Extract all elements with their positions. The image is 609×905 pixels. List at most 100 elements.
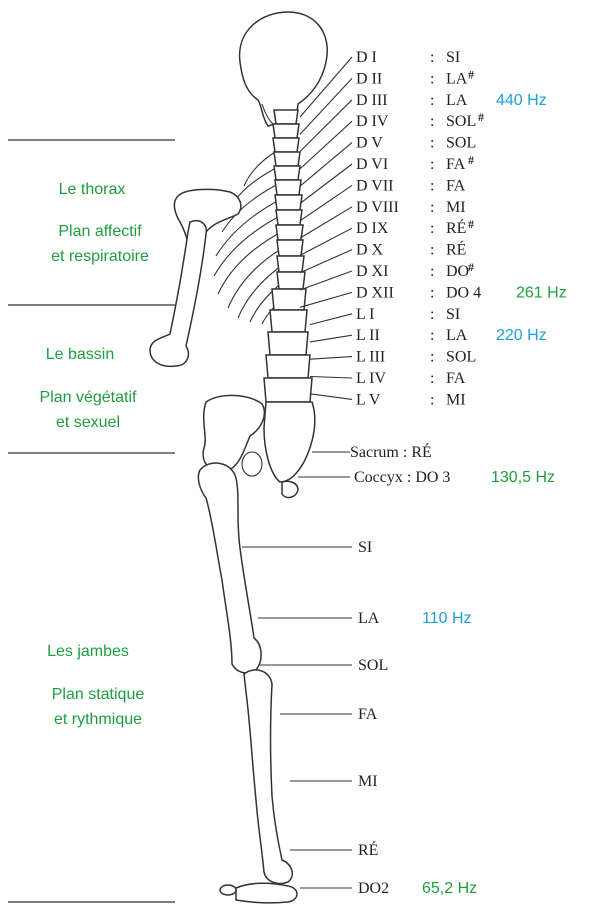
vertebra-leader-line (300, 121, 352, 169)
vertebra-name: L I (356, 306, 375, 323)
region-labels: Le thorax Plan affectif et respiratoire … (40, 181, 149, 728)
leg-note-frequency: 110 Hz (422, 610, 472, 627)
vertebra-note: DO (446, 263, 469, 280)
vertebra-note: RÉ (446, 240, 466, 259)
vertebra-leader-line (300, 207, 352, 238)
vertebra-leader-line (310, 335, 352, 342)
tibia (244, 670, 292, 884)
foot (236, 883, 297, 903)
region-thorax-title: Le thorax (59, 181, 126, 198)
vertebra-leader-line (310, 394, 352, 400)
leg-note: SI (358, 539, 372, 556)
vertebra-separator: : (430, 49, 434, 66)
coccyx-label: Coccyx : DO 3 (354, 469, 450, 486)
region-jambes-title: Les jambes (47, 643, 129, 660)
vertebra-separator: : (430, 70, 434, 87)
vertebra-name: L V (356, 391, 381, 408)
vertebra-note: SOL (446, 349, 476, 366)
pelvis (203, 395, 264, 472)
vertebra-separator: : (430, 220, 434, 237)
skeleton-drawing (150, 12, 327, 903)
vertebra-name: D III (356, 92, 388, 109)
vertebra-frequency: 261 Hz (516, 284, 567, 301)
leg-note: RÉ (358, 840, 378, 859)
vertebra-name: D VI (356, 156, 388, 173)
vertebra-leader-line (310, 357, 352, 360)
sharp-symbol: # (468, 67, 474, 81)
vertebra-separator: : (430, 284, 434, 301)
vertebra-separator: : (430, 156, 434, 173)
vertebra-name: D V (356, 135, 383, 152)
humerus (150, 221, 206, 367)
vertebra-leader-line (310, 377, 352, 379)
coccyx (282, 481, 298, 497)
vertebra-separator: : (430, 242, 434, 259)
vertebra-separator: : (430, 113, 434, 130)
vertebra-name: D VII (356, 177, 393, 194)
vertebra-leader-line (300, 250, 352, 273)
vertebra-separator: : (430, 92, 434, 109)
vertebra-note: LA (446, 92, 468, 109)
region-thorax-subtitle-2: et respiratoire (51, 248, 149, 265)
leg-note: FA (358, 706, 378, 723)
vertebra-name: L II (356, 327, 380, 344)
skull (240, 12, 328, 126)
vertebra-leader-line (300, 271, 352, 290)
vertebra-note: LA (446, 70, 468, 87)
vertebra-separator: : (430, 177, 434, 194)
vertebra-note: MI (446, 391, 466, 408)
vertebra-note: SOL (446, 135, 476, 152)
vertebra-separator: : (430, 349, 434, 366)
vertebra-note: SOL (446, 113, 476, 130)
leg-note-frequency: 65,2 Hz (422, 880, 477, 897)
sharp-symbol: # (468, 217, 474, 231)
vertebra-name: L IV (356, 370, 387, 387)
spine-leader-lines (300, 57, 352, 399)
leg-note: LA (358, 610, 380, 627)
vertebra-separator: : (430, 391, 434, 408)
obturator (242, 452, 262, 476)
vertebra-frequency: 440 Hz (496, 92, 547, 109)
vertebra-note: FA (446, 177, 466, 194)
sacrum-coccyx-labels: Sacrum : RÉ Coccyx : DO 3 130,5 Hz (298, 442, 555, 486)
vertebra-leader-line (300, 185, 352, 220)
vertebra-separator: : (430, 199, 434, 216)
vertebra-name: D X (356, 242, 384, 259)
vertebra-leader-line (300, 143, 352, 187)
vertebra-name: D XI (356, 263, 388, 280)
region-jambes-subtitle-1: Plan statique (52, 686, 145, 703)
vertebra-leader-line (300, 164, 352, 204)
vertebra-note: SI (446, 49, 460, 66)
toe-bone (220, 885, 236, 895)
vertebra-name: D I (356, 49, 377, 66)
femur (198, 463, 261, 673)
vertebra-note: DO 4 (446, 284, 481, 301)
sharp-symbol: # (468, 260, 474, 274)
sacrum-label: Sacrum : RÉ (350, 442, 432, 461)
vertebra-note: MI (446, 199, 466, 216)
region-thorax-subtitle-1: Plan affectif (58, 223, 142, 240)
sacrum (264, 402, 315, 482)
vertebra-separator: : (430, 263, 434, 280)
sharp-symbol: # (468, 153, 474, 167)
leg-note: MI (358, 773, 378, 790)
region-jambes-subtitle-2: et rythmique (54, 711, 142, 728)
leg-note: SOL (358, 657, 388, 674)
sharp-symbol: # (478, 110, 484, 124)
vertebra-note: FA (446, 156, 466, 173)
region-bassin-subtitle-2: et sexuel (56, 414, 120, 431)
vertebra-name: D II (356, 70, 382, 87)
coccyx-frequency: 130,5 Hz (491, 469, 555, 486)
vertebra-leader-line (310, 314, 352, 325)
vertebra-name: D IV (356, 113, 389, 130)
leg-note: DO2 (358, 880, 389, 897)
vertebra-name: D IX (356, 220, 389, 237)
vertebra-leader-line (300, 292, 352, 307)
vertebra-separator: : (430, 135, 434, 152)
vertebra-frequency: 220 Hz (496, 327, 547, 344)
region-bassin-title: Le bassin (46, 346, 115, 363)
vertebra-name: D VIII (356, 199, 399, 216)
vertebra-name: D XII (356, 284, 394, 301)
